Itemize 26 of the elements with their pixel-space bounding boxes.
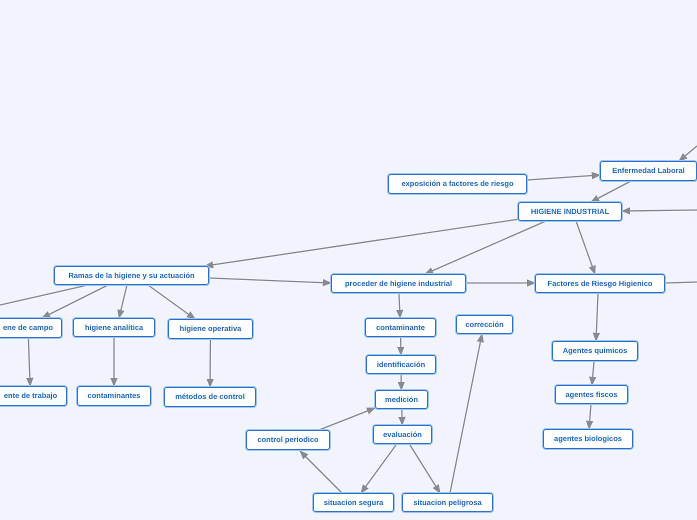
arrow <box>41 284 108 319</box>
arrow <box>586 404 594 430</box>
arrow <box>398 374 405 391</box>
arrow <box>409 444 441 494</box>
arrow <box>575 220 596 275</box>
arrow <box>206 339 214 388</box>
arrow <box>466 279 536 287</box>
arrow <box>424 220 546 275</box>
arrow <box>678 146 697 162</box>
arrow <box>621 207 697 215</box>
arrow <box>589 360 596 386</box>
arrow <box>397 337 404 356</box>
arrow <box>590 180 632 203</box>
arrow <box>592 292 600 342</box>
arrow <box>117 284 128 319</box>
arrow <box>318 407 376 431</box>
arrow <box>148 284 196 320</box>
arrow <box>526 172 601 181</box>
arrow <box>360 444 397 494</box>
arrow <box>26 338 34 387</box>
arrow <box>398 408 406 426</box>
arrow <box>299 450 342 494</box>
arrow <box>449 333 484 494</box>
arrow <box>396 292 404 319</box>
arrow <box>110 337 118 387</box>
arrow <box>208 277 332 286</box>
